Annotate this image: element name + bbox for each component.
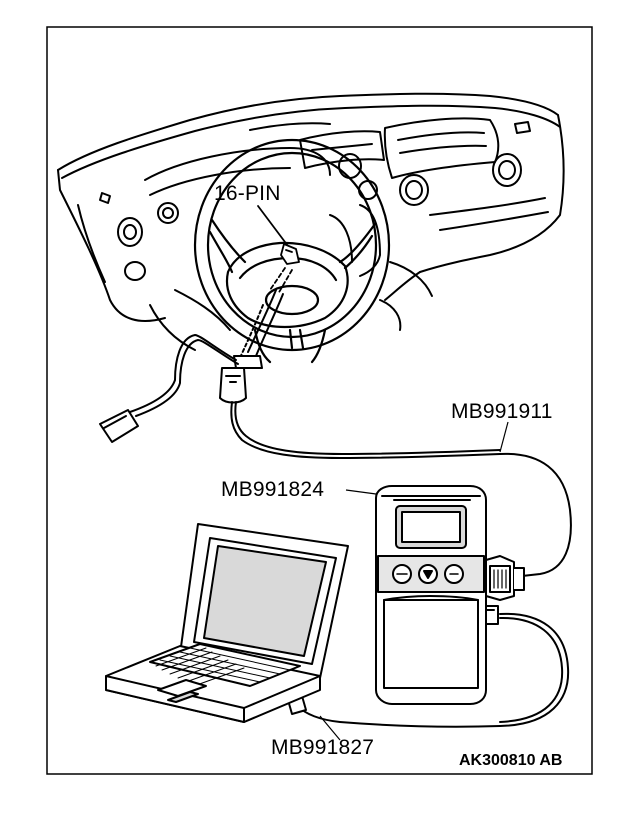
leader-mb991827 xyxy=(319,715,341,741)
label-mb991824: MB991824 xyxy=(221,478,325,501)
dashboard-illustration xyxy=(57,92,565,351)
steering-wheel xyxy=(193,138,391,364)
laptop-computer xyxy=(105,523,349,723)
label-mb991827: MB991827 xyxy=(271,736,375,759)
figure-code: AK300810 AB xyxy=(459,752,563,769)
label-mb991911: MB991911 xyxy=(451,400,553,423)
figure-frame xyxy=(46,26,593,775)
dlc-connector xyxy=(257,205,300,295)
label-16-pin: 16-PIN xyxy=(214,182,281,205)
leader-lines xyxy=(319,421,509,741)
cable-mb991911 xyxy=(99,289,572,577)
tester-mb991824 xyxy=(375,485,525,705)
leader-mb991824 xyxy=(345,489,377,495)
leader-mb991911 xyxy=(499,421,509,453)
